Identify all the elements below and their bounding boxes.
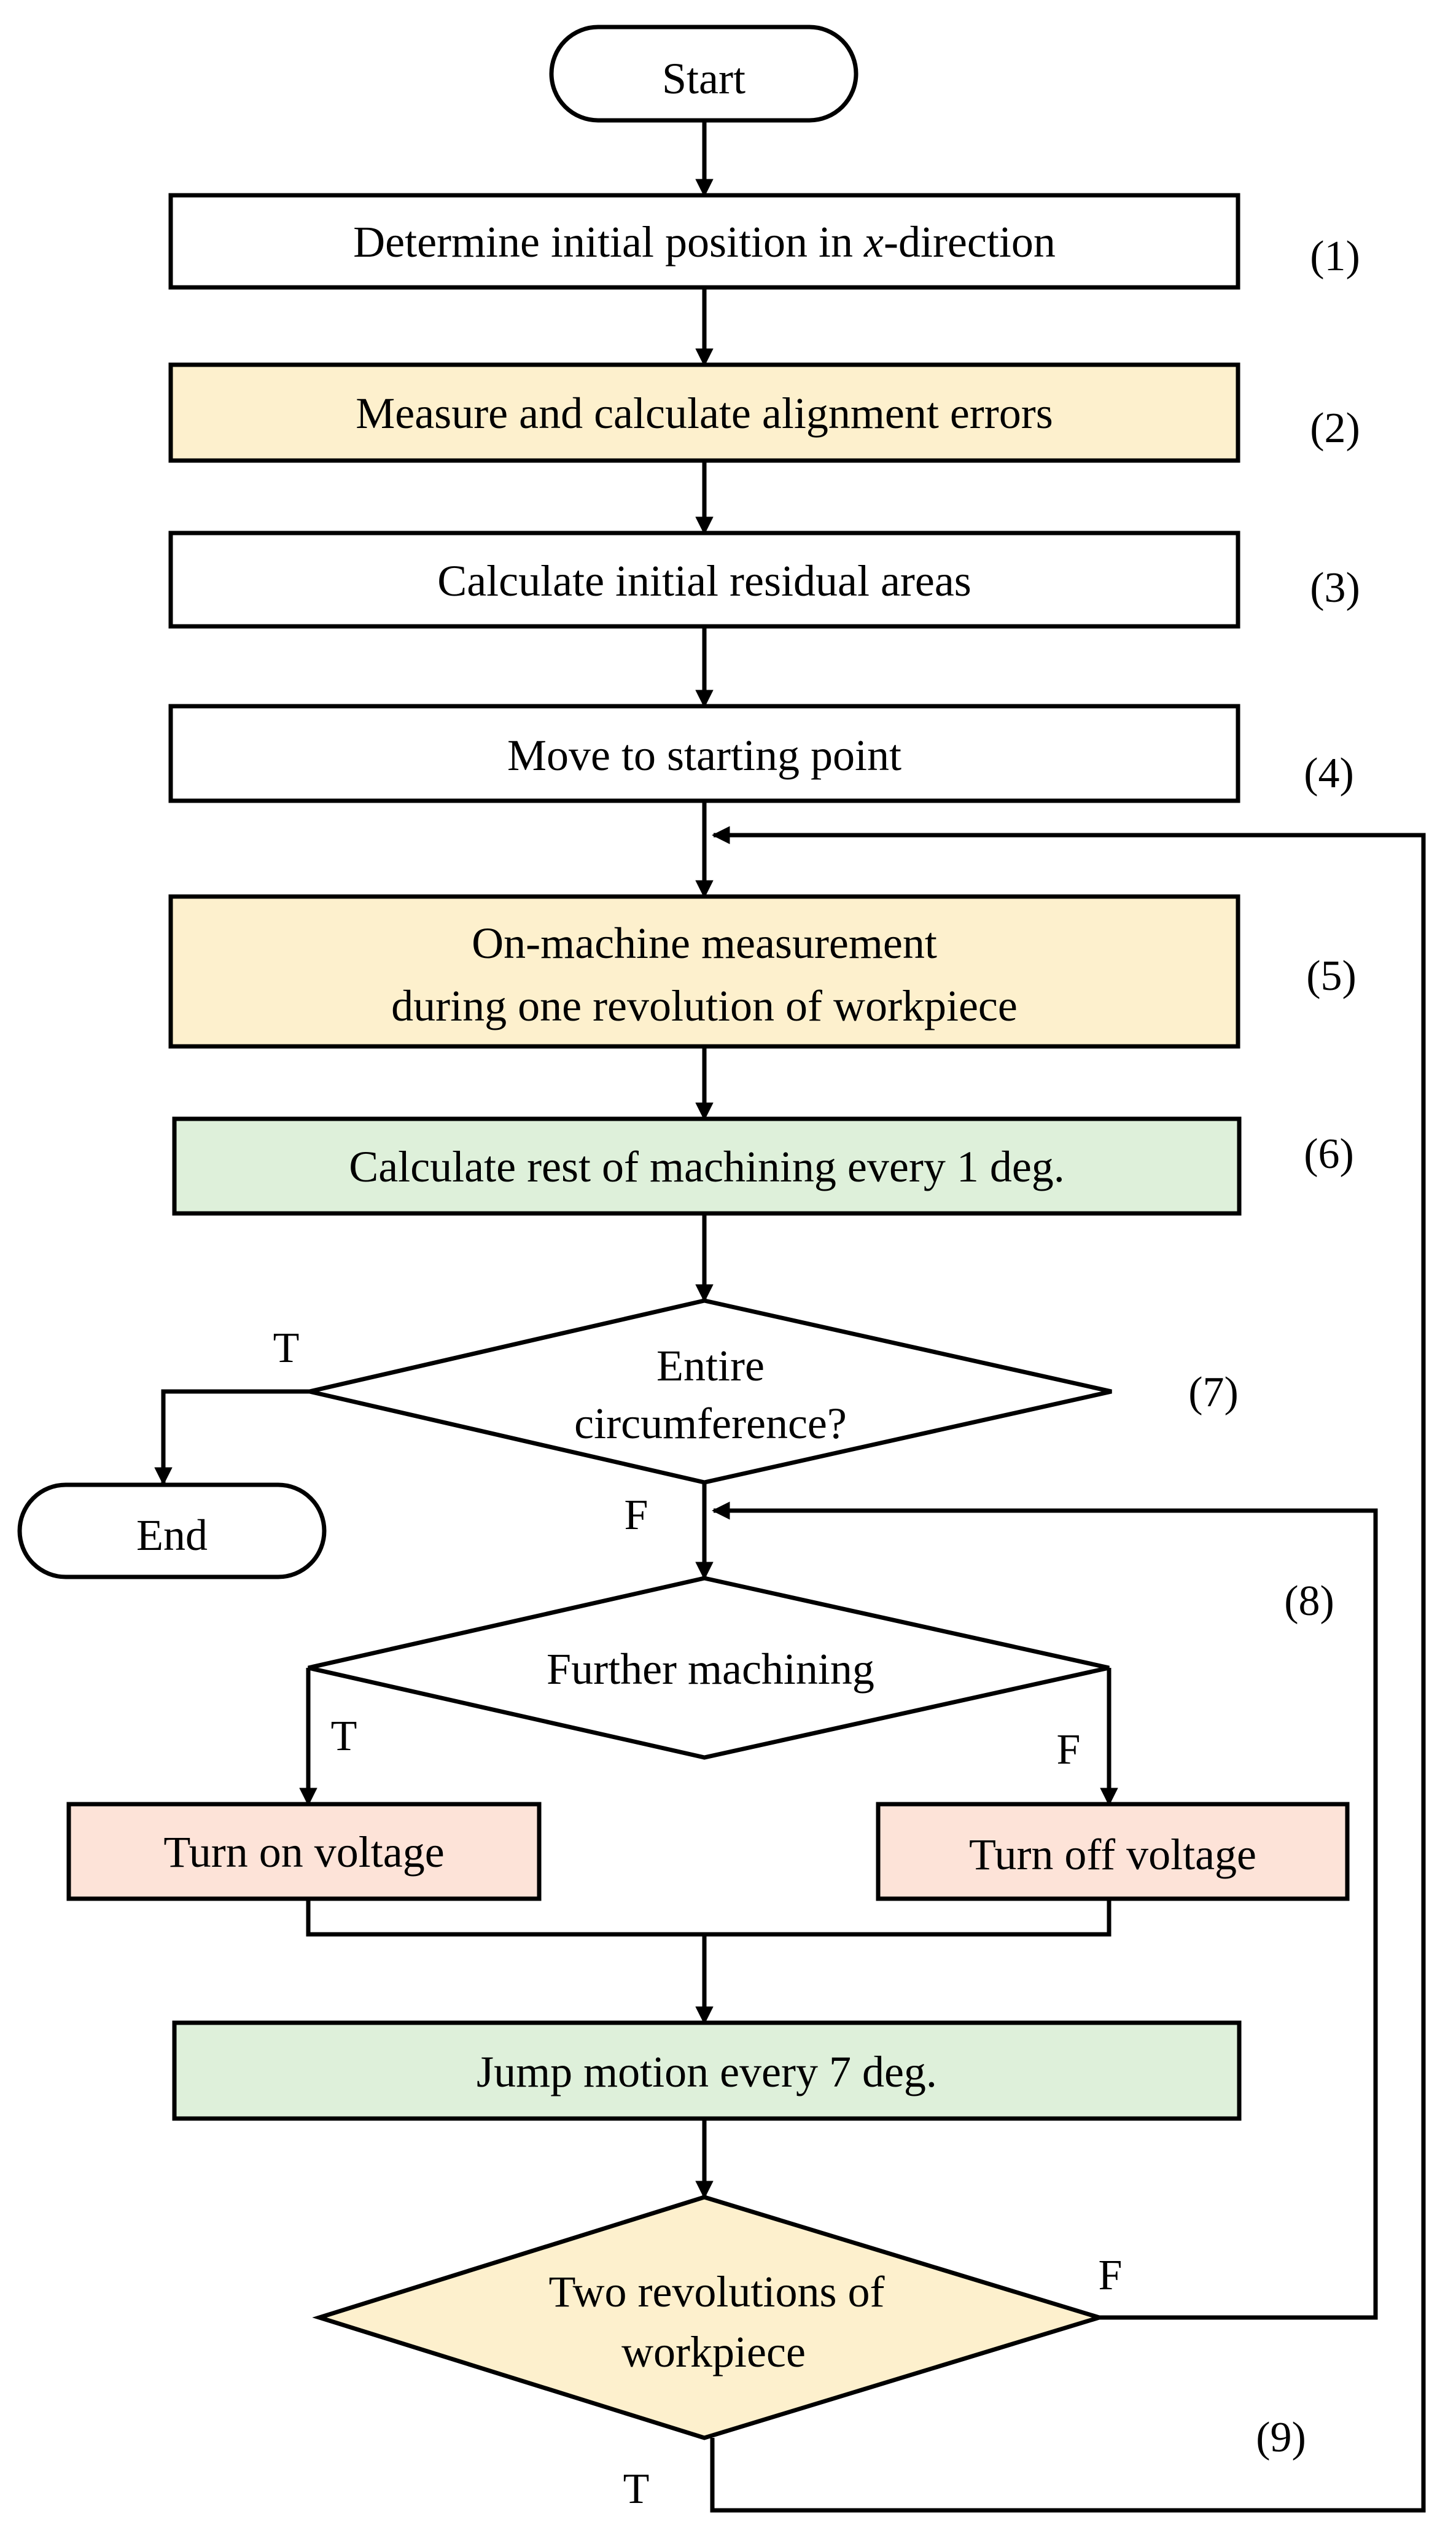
node-calculate-rest: Calculate rest of machining every 1 deg.: [172, 1116, 1242, 1216]
branch-label-tworev-false: F: [1099, 2252, 1123, 2299]
decision-further-machining: Further machining: [308, 1576, 1110, 1760]
step-number-3: (3): [1310, 564, 1360, 612]
node-end-label: End: [136, 1511, 208, 1560]
node-measure-alignment-label: Measure and calculate alignment errors: [356, 389, 1053, 438]
branch-label-entire-false: F: [625, 1492, 648, 1539]
node-move-start: Move to starting point: [168, 704, 1240, 803]
step-number-4: (4): [1304, 750, 1354, 797]
arrow-7-true-to-end: [154, 1389, 309, 1485]
decision-two-revolutions: Two revolutions of workpiece: [312, 2195, 1107, 2440]
branch-labels: T F T F F T: [273, 1325, 1123, 2513]
step-number-6: (6): [1304, 1131, 1354, 1178]
decision-entire-label-line2: circumference?: [574, 1399, 847, 1448]
step-number-1: (1): [1310, 233, 1360, 280]
node-on-machine-measurement: On-machine measurement during one revolu…: [168, 894, 1240, 1049]
step-number-5: (5): [1306, 952, 1357, 1000]
decision-entire-circumference: Entire circumference?: [309, 1298, 1112, 1485]
decision-two-rev-label-line2: workpiece: [621, 2327, 806, 2376]
loop-9-false-to-8: [712, 1501, 1378, 2320]
branch-label-entire-true: T: [273, 1325, 300, 1372]
node-on-machine-label-line2: during one revolution of workpiece: [391, 981, 1018, 1030]
branch-label-further-false: F: [1057, 1726, 1081, 1773]
branch-label-tworev-true: T: [623, 2466, 650, 2513]
node-turn-on-voltage-label: Turn on voltage: [163, 1827, 444, 1877]
step-number-8: (8): [1284, 1578, 1334, 1625]
step-numbers: (1) (2) (3) (4) (5) (6) (7) (8) (9): [1188, 233, 1360, 2461]
merge-line: [306, 1900, 1111, 1937]
connectors: [154, 122, 1426, 2513]
decision-entire-label-line1: Entire: [656, 1341, 765, 1390]
node-on-machine-label-line1: On-machine measurement: [472, 919, 937, 968]
decision-two-rev-label-line1: Two revolutions of: [549, 2267, 885, 2316]
node-calculate-residual-label: Calculate initial residual areas: [437, 556, 971, 605]
decision-further-label: Further machining: [547, 1644, 874, 1694]
node-calculate-residual: Calculate initial residual areas: [168, 531, 1240, 629]
node-start-label: Start: [662, 54, 746, 103]
node-start: Start: [549, 25, 858, 123]
step-number-2: (2): [1310, 405, 1360, 452]
node-determine-position-label: Determine initial position in x-directio…: [353, 217, 1056, 267]
step-number-9: (9): [1256, 2414, 1306, 2461]
node-end: End: [17, 1482, 327, 1579]
node-determine-position: Determine initial position in x-directio…: [168, 193, 1240, 290]
node-turn-on-voltage: Turn on voltage: [66, 1802, 542, 1901]
node-turn-off-voltage-label: Turn off voltage: [969, 1830, 1256, 1879]
node-move-start-label: Move to starting point: [507, 731, 901, 780]
branch-label-further-true: T: [331, 1713, 357, 1760]
node-turn-off-voltage: Turn off voltage: [876, 1802, 1350, 1901]
node-calculate-rest-label: Calculate rest of machining every 1 deg.: [349, 1142, 1065, 1191]
node-measure-alignment: Measure and calculate alignment errors: [168, 362, 1240, 463]
node-jump-motion: Jump motion every 7 deg.: [172, 2020, 1242, 2121]
step-number-7: (7): [1188, 1369, 1239, 1416]
loop-9-true-to-5: [710, 826, 1426, 2513]
node-jump-motion-label: Jump motion every 7 deg.: [477, 2047, 937, 2096]
